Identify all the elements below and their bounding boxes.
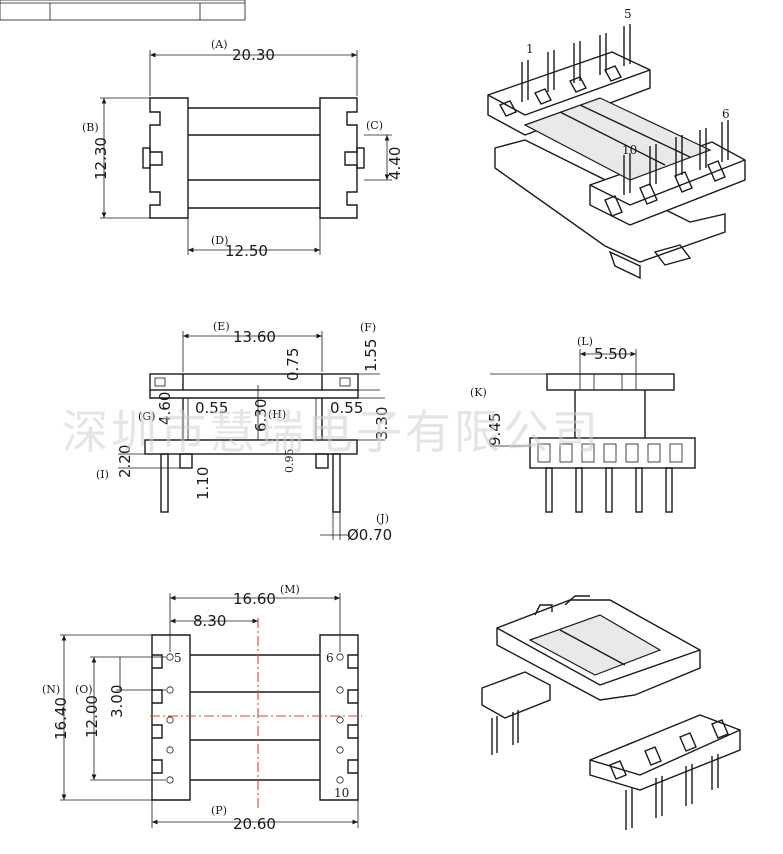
iso-pin-1: 1: [526, 42, 534, 56]
dim-m-value: 16.60: [233, 590, 276, 608]
title-block: [0, 0, 246, 21]
side-gap-right: 0.55: [330, 399, 363, 417]
side-height-right: 3.30: [373, 407, 391, 440]
company-watermark: 深圳市慧瑞电子有限公司: [62, 405, 601, 459]
bottom-half-width: 8.30: [193, 612, 226, 630]
dim-c-tag: (C): [366, 119, 383, 132]
bottom-pin-10: 10: [334, 786, 349, 800]
side-pin-offset: 1.10: [194, 467, 212, 500]
dim-b-tag: (B): [82, 121, 99, 134]
dim-i-tag: (I): [96, 468, 109, 481]
bottom-pin-6: 6: [326, 651, 334, 665]
isometric-view-pins-down: [481, 595, 741, 830]
dim-n-tag: (N): [42, 683, 60, 696]
side-gap-left: 0.55: [195, 399, 228, 417]
dim-a-tag: (A): [211, 38, 228, 51]
dim-h-tag: (H): [268, 408, 286, 421]
dim-m-tag: (M): [280, 583, 300, 596]
dim-j-tag: (J): [376, 512, 389, 525]
dim-o-value: 12.00: [83, 695, 101, 738]
iso-pin-10: 10: [622, 143, 637, 157]
iso-pin-6: 6: [722, 107, 730, 121]
iso-pin-5: 5: [624, 7, 632, 21]
front-view: (L) 5.50 (K) 9.45: [470, 335, 696, 513]
dim-p-value: 20.60: [233, 815, 276, 833]
top-view: (A) 20.30 (B) 12.30 (C) 4.40 (D) 12.50: [82, 38, 404, 260]
dim-h-value: 6.30: [252, 399, 270, 432]
side-flange: 0.95: [283, 449, 296, 474]
dim-p-tag: (P): [211, 804, 227, 817]
dim-c-value: 4.40: [386, 147, 404, 180]
dim-k-value: 9.45: [486, 413, 504, 446]
dim-o-tag: (O): [75, 683, 93, 696]
dim-k-tag: (K): [470, 386, 487, 399]
dim-g-value: 4.60: [156, 392, 174, 425]
dim-b-value: 12.30: [92, 137, 110, 180]
dim-i-value: 2.20: [116, 445, 134, 478]
dim-l-value: 5.50: [594, 345, 627, 363]
dim-e-tag: (E): [213, 320, 230, 333]
isometric-view-pins-up: 1 5 6 10: [487, 7, 746, 280]
dim-g-tag: (G): [138, 410, 155, 423]
dim-d-value: 12.50: [225, 242, 268, 260]
side-view: (E) 13.60 (F) 1.55 0.75 0.55 0.55 (G) 4.…: [96, 320, 392, 544]
dim-f-value: 1.55: [362, 339, 380, 372]
side-gap-top: 0.75: [284, 348, 302, 381]
dim-d-tag: (D): [211, 234, 228, 247]
bottom-pitch: 3.00: [108, 685, 126, 718]
dim-j-value: Ø0.70: [347, 526, 392, 544]
dim-a-value: 20.30: [232, 46, 275, 64]
dim-n-value: 16.40: [52, 697, 70, 740]
dim-l-tag: (L): [577, 335, 593, 348]
bottom-view: 5 6 10 16.60 (M) 8.30 (N) 16.40 (O) 12.0…: [42, 583, 362, 833]
bottom-pin-5: 5: [174, 651, 182, 665]
dim-f-tag: (F): [360, 321, 376, 334]
dim-e-value: 13.60: [233, 328, 276, 346]
